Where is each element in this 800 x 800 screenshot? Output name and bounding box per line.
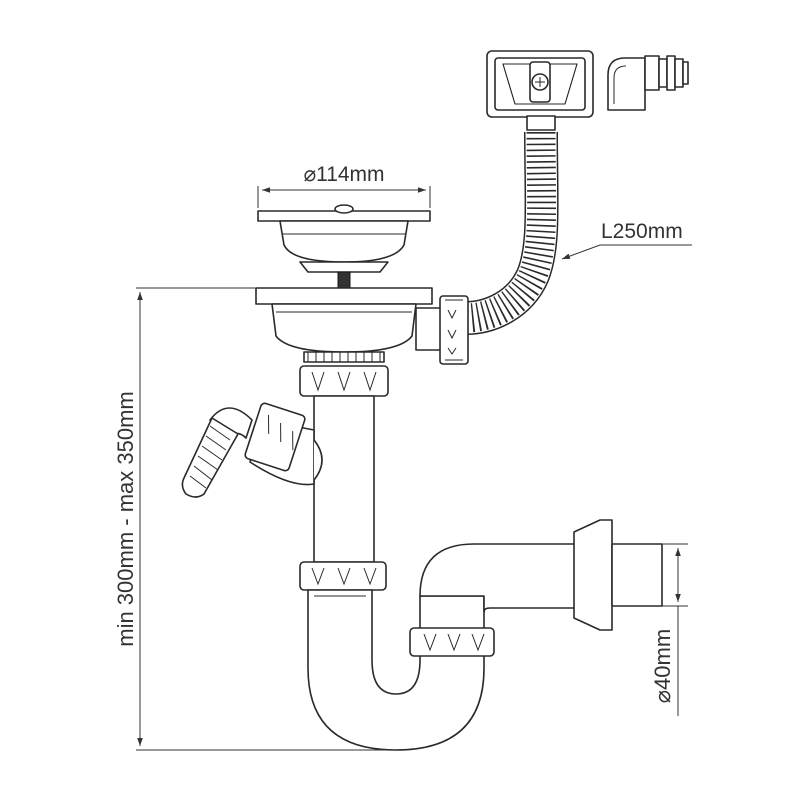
drain-body [255,287,443,363]
middle-nut [299,561,387,591]
appliance-hose-tail [181,417,239,498]
overflow-elbow-connector [607,55,689,111]
vertical-tailpiece [313,395,375,563]
height-range-label: min 300mm - max 350mm [113,391,138,647]
overflow-head [486,50,594,131]
strainer-diameter-label: ⌀114mm [303,163,384,186]
upper-nut [299,365,389,397]
outlet-diameter-label: ⌀40mm [650,629,675,703]
dimension-hose-length: L250mm [561,220,692,260]
appliance-branch [209,402,323,486]
hose-length-label: L250mm [601,220,683,243]
dimension-height-range: min 300mm - max 350mm [113,287,396,751]
overflow-inlet-nut [439,295,469,365]
dimension-outlet-diameter: ⌀40mm [650,543,688,716]
strainer-basket [257,204,431,289]
trap-nut [409,627,495,657]
trap-riser [419,595,485,631]
overflow-hose [465,131,559,335]
wall-flange [573,519,663,631]
u-bend-trap [307,589,485,751]
dimension-strainer-diameter: ⌀114mm [257,163,431,208]
